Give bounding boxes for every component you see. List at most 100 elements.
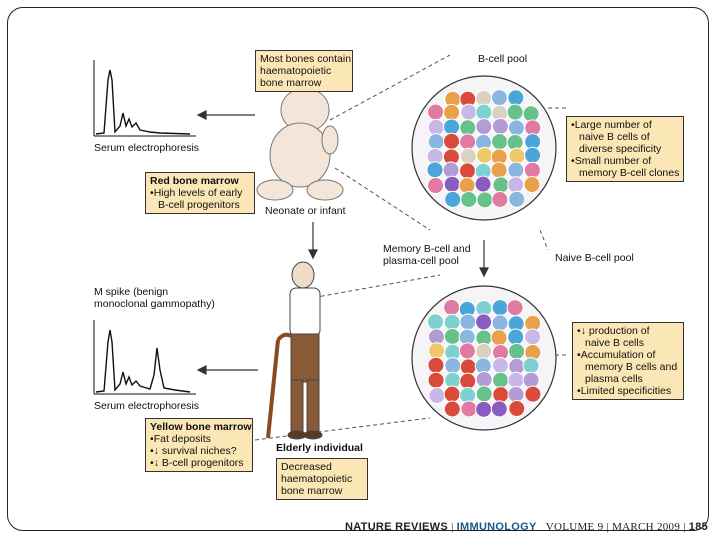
- b-cell: [491, 314, 509, 332]
- b-cell: [506, 103, 524, 121]
- b-cell: [443, 298, 461, 316]
- yellow-bone-marrow-item: ↓ B-cell progenitors: [150, 457, 248, 469]
- b-cell: [443, 385, 461, 403]
- decreased-marrow-box: Decreased haematopoietic bone marrow: [276, 458, 368, 500]
- red-bone-marrow-item: High levels of early: [150, 187, 250, 199]
- decreased-marrow-line: bone marrow: [281, 485, 343, 497]
- b-cell: [507, 328, 525, 346]
- b-cell: [475, 342, 493, 360]
- b-cell: [426, 161, 444, 179]
- b-cell: [476, 191, 494, 209]
- b-cell: [459, 313, 477, 331]
- young-pool-item: Small number of: [571, 155, 679, 167]
- arrows: [196, 110, 489, 375]
- yellow-bone-marrow-item: ↓ survival niches?: [150, 445, 248, 457]
- b-cell: [506, 299, 524, 317]
- b-cell: [428, 387, 446, 405]
- issue-date: MARCH 2009: [612, 521, 681, 533]
- b-cell: [475, 385, 493, 403]
- b-cell: [508, 147, 526, 165]
- b-cell: [458, 176, 476, 194]
- decreased-marrow-line: haematopoietic: [281, 473, 353, 485]
- b-cell: [443, 175, 461, 193]
- red-bone-marrow-box: Red bone marrow High levels of early B-c…: [145, 172, 255, 214]
- b-cell: [492, 371, 510, 389]
- red-bone-marrow-item: B-cell progenitors: [158, 199, 240, 211]
- bottom-electrophoresis-graph: [93, 320, 196, 395]
- b-cell: [475, 103, 493, 121]
- elderly-pool-item: Limited specificities: [577, 385, 679, 397]
- b-cell: [491, 133, 509, 151]
- b-cell: [490, 329, 508, 347]
- m-spike-label-line1: M spike (benign: [94, 286, 169, 298]
- most-bones-line: bone marrow: [260, 77, 322, 89]
- b-cell: [458, 162, 476, 180]
- b-cell: [507, 119, 525, 137]
- b-cell: [507, 161, 525, 179]
- b-cell: [491, 191, 509, 209]
- b-cell: [508, 342, 526, 360]
- b-cell: [507, 89, 525, 107]
- b-cell: [492, 386, 510, 404]
- young-pool-item: memory B-cell clones: [579, 167, 680, 179]
- infant-illustration: [256, 87, 344, 201]
- b-cell: [443, 103, 461, 121]
- b-cell: [442, 161, 460, 179]
- young-pool-info-box: Large number of naive B cells of diverse…: [566, 116, 684, 182]
- neonate-label: Neonate or infant: [265, 205, 346, 217]
- b-cell: [524, 328, 542, 346]
- b-cell: [490, 89, 508, 107]
- b-cell: [459, 372, 477, 390]
- most-bones-line: Most bones contain: [260, 53, 352, 65]
- b-cell: [460, 103, 478, 121]
- b-cell: [459, 147, 477, 165]
- elderly-b-cell-pool: [411, 285, 557, 431]
- b-cell: [522, 105, 540, 123]
- b-cell: [522, 357, 540, 375]
- b-cell: [458, 342, 476, 360]
- young-pool-item: Large number of: [571, 119, 679, 131]
- yellow-bone-marrow-title: Yellow bone marrow: [150, 421, 252, 433]
- volume: VOLUME 9: [545, 521, 604, 533]
- b-cell: [443, 400, 461, 418]
- b-cell: [523, 161, 541, 179]
- elderly-pool-item: plasma cells: [585, 373, 643, 385]
- b-cell: [507, 385, 525, 403]
- b-cell: [426, 313, 444, 331]
- b-cell: [475, 370, 493, 388]
- b-cell: [492, 176, 510, 194]
- b-cell: [443, 327, 461, 345]
- elderly-pool-item: naive B cells: [585, 337, 644, 349]
- elderly-label: Elderly individual: [276, 442, 363, 454]
- top-electrophoresis-graph: [93, 60, 196, 137]
- citation-footer: NATURE REVIEWS | IMMUNOLOGY VOLUME 9 | M…: [345, 521, 709, 533]
- b-cell: [427, 118, 445, 136]
- red-bone-marrow-title: Red bone marrow: [150, 175, 239, 187]
- b-cell: [475, 118, 493, 136]
- b-cell: [475, 400, 493, 418]
- young-b-cell-pool: [411, 75, 557, 221]
- b-cell: [427, 177, 445, 195]
- b-cell: [491, 356, 509, 374]
- page-number: 185: [688, 521, 709, 533]
- elderly-pool-info-box: ↓ production of naive B cells Accumulati…: [572, 322, 684, 400]
- young-pool-item: diverse specificity: [579, 143, 662, 155]
- b-cell-pool-label: B-cell pool: [478, 53, 528, 65]
- b-cell: [444, 357, 462, 375]
- b-cell: [475, 313, 493, 331]
- serum-electrophoresis-bottom-label: Serum electrophoresis: [94, 400, 200, 412]
- b-cell: [459, 358, 477, 376]
- serum-electrophoresis-top-label: Serum electrophoresis: [94, 142, 200, 154]
- b-cell: [443, 132, 461, 150]
- b-cell: [460, 190, 478, 208]
- most-bones-box: Most bones contain haematopoietic bone m…: [255, 50, 353, 92]
- naive-pool-label: Naive B-cell pool: [555, 252, 634, 264]
- b-cell: [507, 176, 525, 194]
- dashed-connectors: [254, 54, 566, 441]
- b-cell: [524, 385, 542, 403]
- slide-frame: [7, 7, 709, 531]
- b-cell: [490, 400, 508, 418]
- b-cell: [524, 146, 542, 164]
